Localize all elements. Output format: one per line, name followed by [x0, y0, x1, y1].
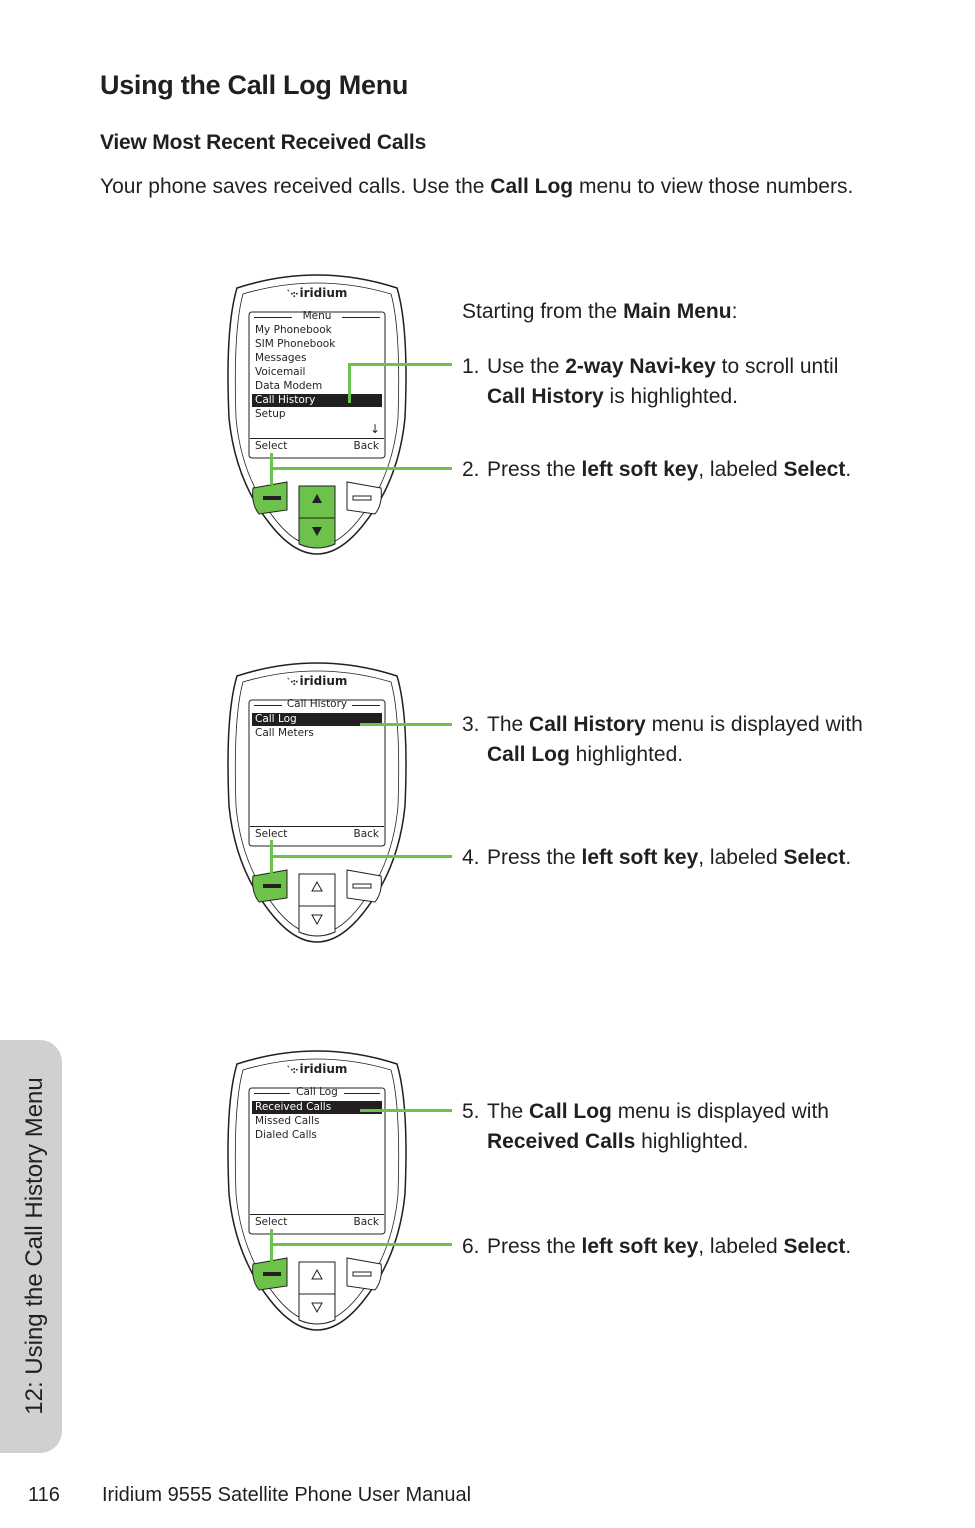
intro-paragraph: Your phone saves received calls. Use the… — [100, 175, 854, 198]
soft-key-left-label: Select — [255, 828, 288, 840]
phone-screen-1: Menu My Phonebook SIM Phonebook Messages… — [250, 310, 384, 454]
step-5: 5. The Call Log menu is displayed with R… — [462, 1100, 829, 1153]
menu-item[interactable]: Setup — [255, 408, 286, 420]
phone-screen-3: Call Log Received Calls Missed Calls Dia… — [250, 1086, 384, 1230]
menu-item[interactable]: SIM Phonebook — [255, 338, 336, 350]
step-2: 2. Press the left soft key, labeled Sele… — [462, 458, 852, 481]
chapter-tab — [0, 1040, 62, 1453]
menu-item[interactable]: Voicemail — [255, 366, 306, 378]
soft-key-right-label: Back — [353, 828, 380, 840]
phone-illustration-2: `·:·iridium Call History Call Log Call M… — [227, 656, 407, 946]
soft-key-left-label: Select — [255, 440, 288, 452]
step-1: 1. Use the 2-way Navi-key to scroll unti… — [462, 355, 839, 408]
phone-illustration-3: `·:·iridium Call Log Received Calls Miss… — [227, 1044, 407, 1334]
footer-manual-title: Iridium 9555 Satellite Phone User Manual — [102, 1484, 472, 1506]
lead-text: Starting from the Main Menu: — [462, 300, 738, 323]
phone-screen-2: Call History Call Log Call Meters Select… — [250, 698, 384, 842]
menu-item[interactable]: My Phonebook — [255, 324, 332, 336]
callout-line-step-1-vertical — [348, 363, 351, 403]
menu-item-highlighted[interactable]: Call Log — [252, 713, 382, 726]
soft-key-right-label: Back — [353, 440, 380, 452]
callout-line-step-2 — [270, 467, 452, 470]
page-title: Using the Call Log Menu — [100, 70, 409, 100]
scroll-down-icon: ↓ — [369, 422, 380, 436]
callout-line-step-4-vertical — [270, 840, 273, 874]
screen-title: Menu — [302, 310, 332, 322]
chapter-tab-label: 12: Using the Call History Menu — [21, 1077, 48, 1415]
screen-title: Call History — [286, 698, 348, 710]
callout-line-step-6 — [270, 1243, 452, 1246]
page-number: 116 — [28, 1484, 60, 1506]
step-4: 4. Press the left soft key, labeled Sele… — [462, 846, 852, 869]
iridium-logo: `·:·iridium — [286, 286, 348, 300]
step-3: 3. The Call History menu is displayed wi… — [462, 713, 863, 766]
menu-item[interactable]: Missed Calls — [255, 1115, 320, 1127]
callout-line-step-6-vertical — [270, 1229, 273, 1263]
menu-item[interactable]: Messages — [255, 352, 307, 364]
step-6: 6. Press the left soft key, labeled Sele… — [462, 1235, 852, 1258]
iridium-logo: `·:·iridium — [286, 674, 348, 688]
callout-line-step-1 — [348, 363, 452, 366]
iridium-logo: `·:·iridium — [286, 1062, 348, 1076]
callout-line-step-3 — [360, 723, 452, 726]
menu-item-highlighted[interactable]: Received Calls — [252, 1101, 382, 1114]
menu-item[interactable]: Dialed Calls — [255, 1129, 317, 1141]
soft-key-right-label: Back — [353, 1216, 380, 1228]
soft-key-left-label: Select — [255, 1216, 288, 1228]
phone-illustration-1: `·:·iridium Menu My Phonebook SIM Phoneb… — [227, 268, 407, 558]
section-subtitle: View Most Recent Received Calls — [100, 131, 427, 154]
screen-title: Call Log — [296, 1086, 338, 1098]
callout-line-step-4 — [270, 855, 452, 858]
menu-item[interactable]: Data Modem — [255, 380, 323, 392]
callout-line-step-2-vertical — [270, 453, 273, 485]
callout-line-step-5 — [360, 1109, 452, 1112]
menu-item[interactable]: Call Meters — [255, 727, 314, 739]
menu-item-highlighted[interactable]: Call History — [252, 394, 382, 407]
